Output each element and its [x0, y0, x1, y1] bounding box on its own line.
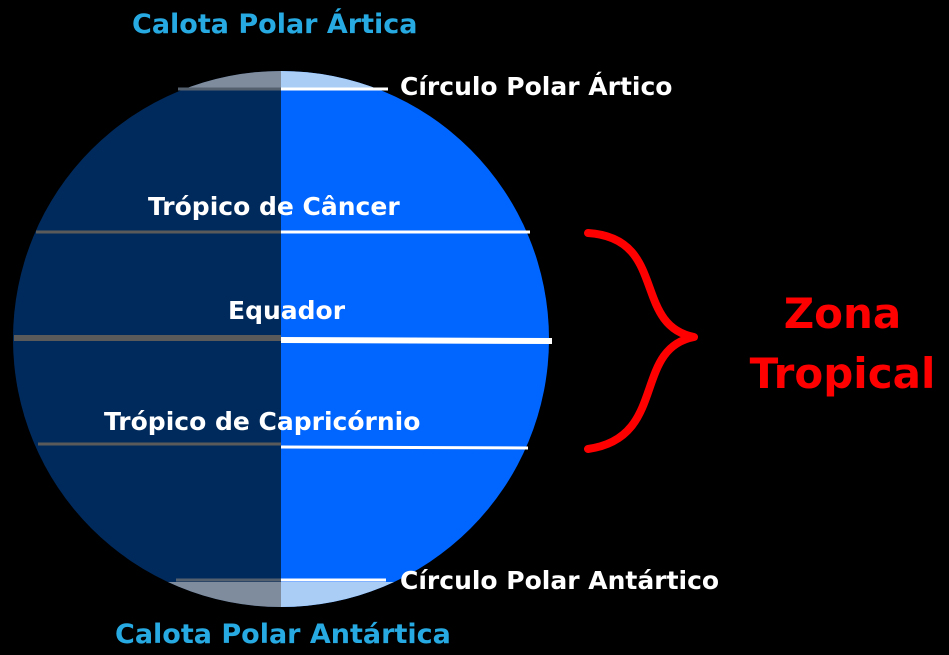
south-cap-label: Calota Polar Antártica: [115, 619, 451, 650]
globe-dark-half: [13, 71, 281, 607]
tropic-capricorn-line: [280, 445, 529, 450]
tropical-zone-brace: [584, 229, 698, 453]
antarctic-circle-label: Círculo Polar Antártico: [400, 566, 720, 595]
tropic-capricorn-label: Trópico de Capricórnio: [104, 407, 421, 436]
zone-label-line2: Tropical: [749, 349, 936, 398]
zone-label-line1: Zona: [783, 289, 902, 338]
equator-line: [280, 337, 553, 344]
tropical-zone-label: Zona Tropical: [740, 284, 945, 404]
latitude-lines-dark: [14, 87, 281, 582]
equator-label: Equador: [228, 296, 346, 325]
tropic-cancer-label: Trópico de Câncer: [148, 192, 400, 221]
latitude-lines-light: [280, 87, 553, 582]
north-cap-label: Calota Polar Ártica: [132, 9, 418, 40]
arctic-circle-label: Círculo Polar Ártico: [400, 72, 673, 101]
